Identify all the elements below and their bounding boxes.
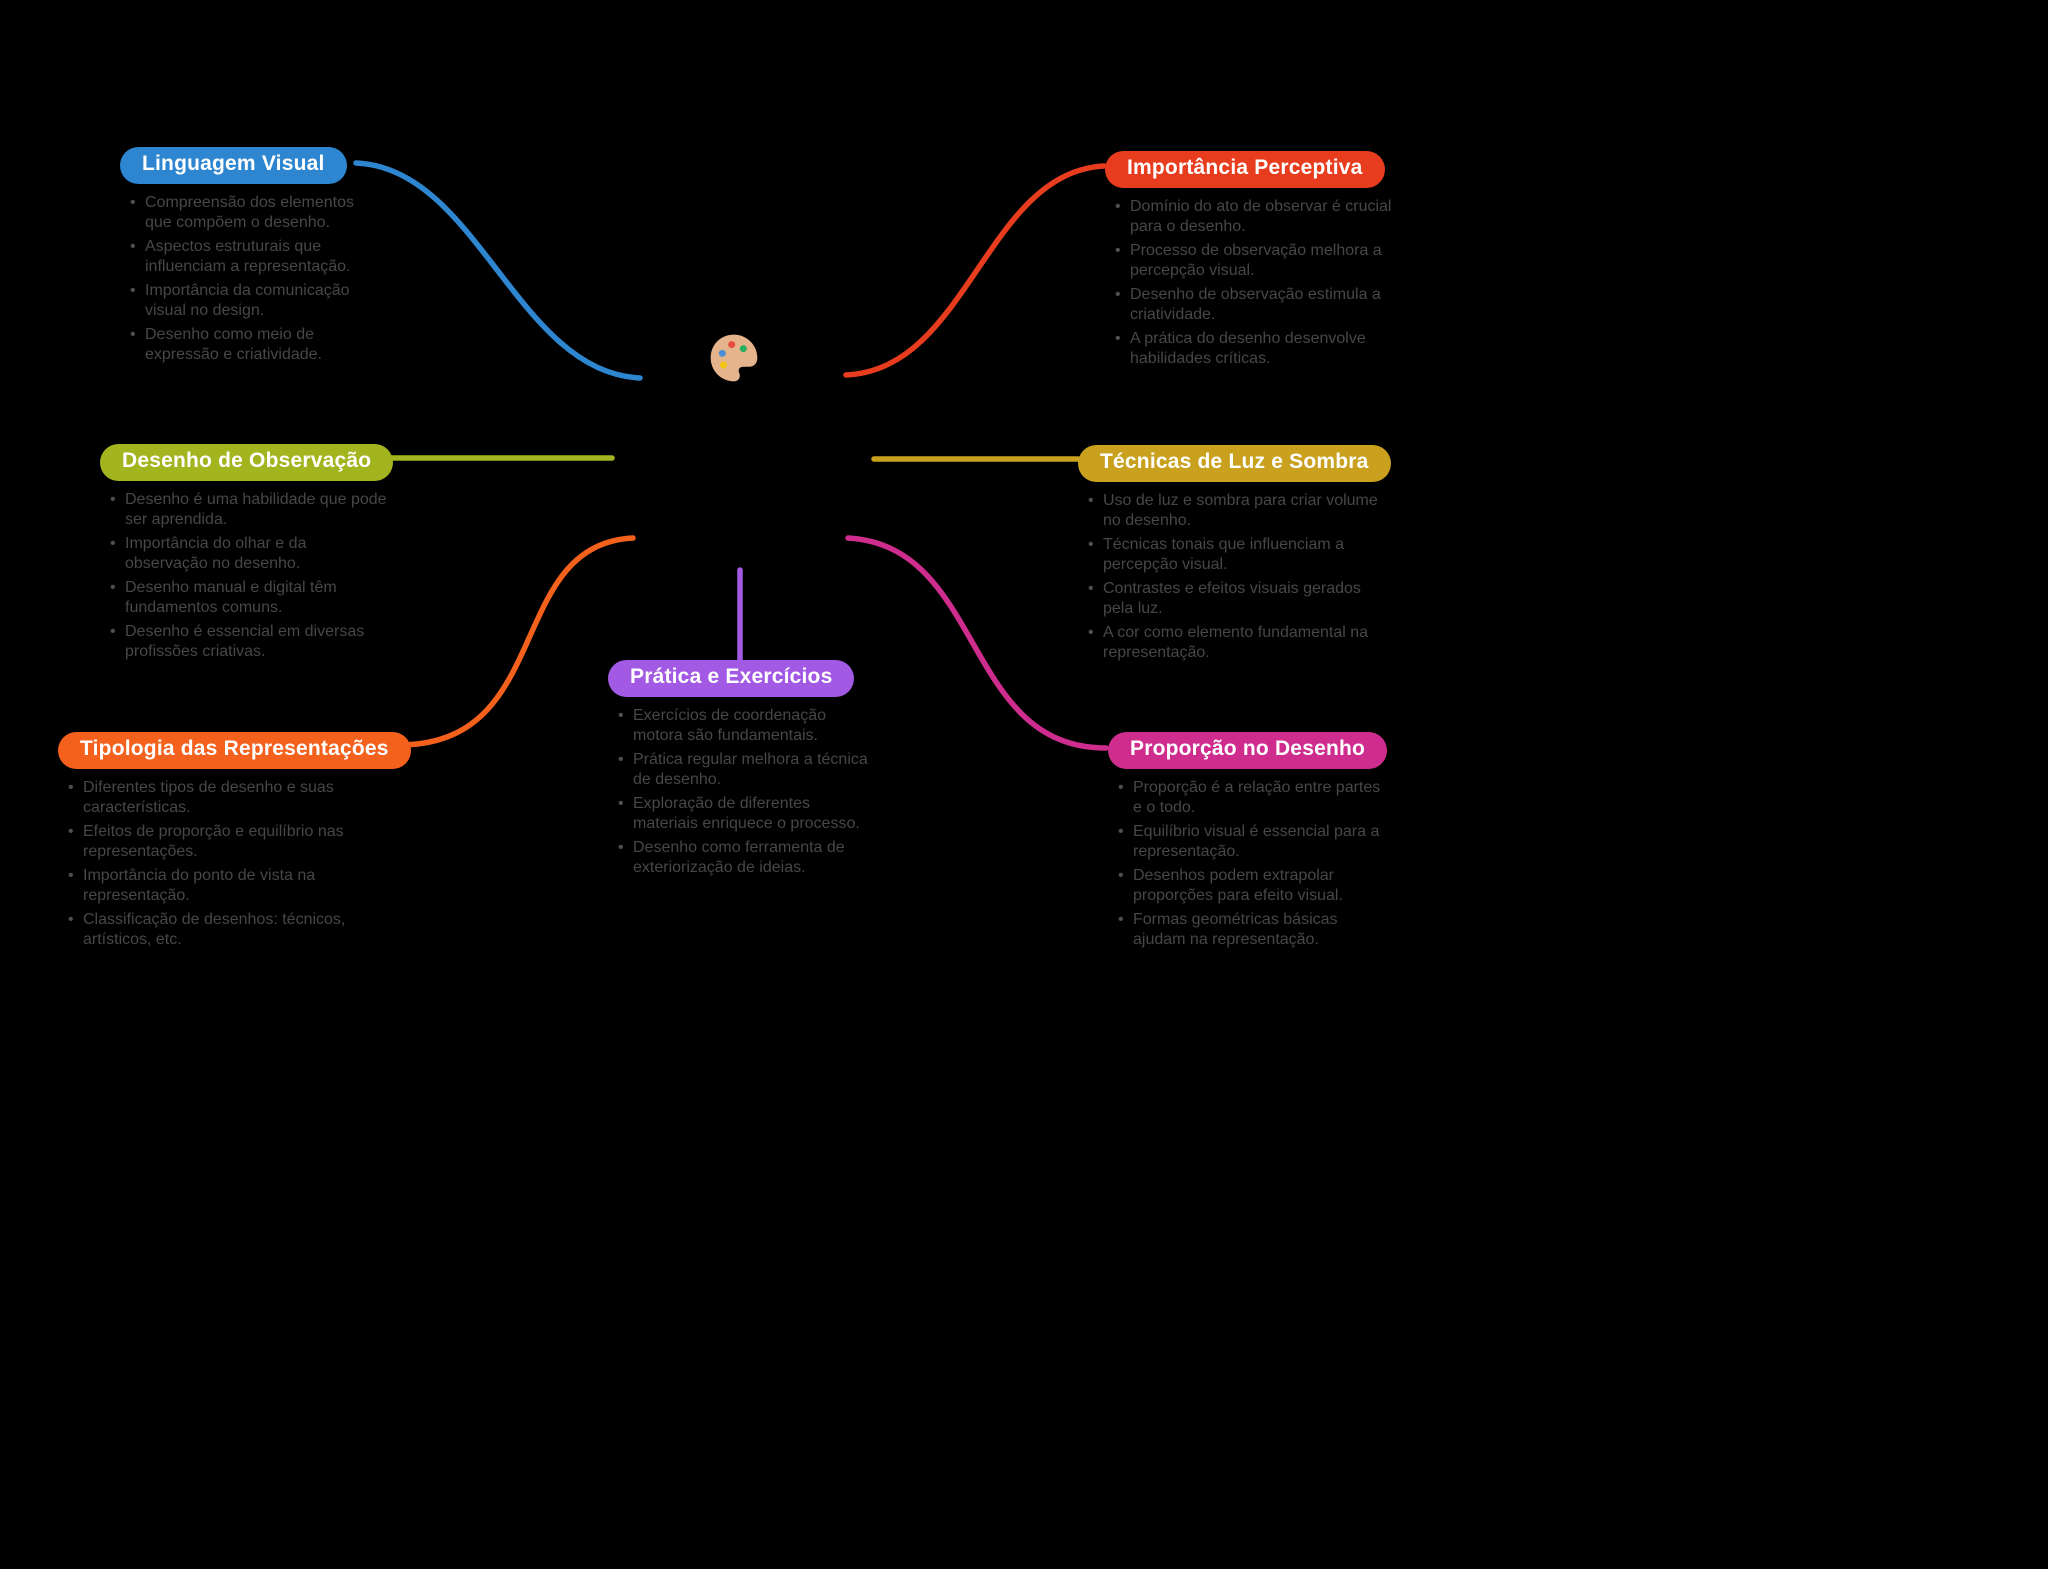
connector-tipologia-das-representacoes [399, 535, 636, 748]
bullet-item: Efeitos de proporção e equilíbrio nas re… [68, 822, 368, 861]
branch-title: Linguagem Visual [142, 152, 325, 175]
branch-title: Desenho de Observação [122, 449, 372, 472]
branch-bullet-list: Domínio do ato de observar é crucial par… [1105, 197, 1395, 368]
bullet-item: A prática do desenho desenvolve habilida… [1115, 329, 1395, 368]
bullet-item: Técnicas tonais que influenciam a percep… [1088, 535, 1388, 574]
branch-bullet-list: Compreensão dos elementos que compõem o … [120, 193, 365, 364]
bullet-item: Aspectos estruturais que influenciam a r… [130, 237, 365, 276]
branch-linguagem-visual: Linguagem Visual Compreensão dos element… [120, 147, 370, 369]
bullet-item: Desenho é essencial em diversas profissõ… [110, 622, 390, 661]
branch-bullet-list: Exercícios de coordenação motora são fun… [608, 706, 868, 877]
branch-tecnicas-de-luz-e-sombra: Técnicas de Luz e Sombra Uso de luz e so… [1078, 445, 1398, 667]
bullet-item: Equilíbrio visual é essencial para a rep… [1118, 822, 1388, 861]
branch-proporcao-no-desenho: Proporção no Desenho Proporção é a relaç… [1108, 732, 1398, 954]
bullet-item: Uso de luz e sombra para criar volume no… [1088, 491, 1388, 530]
bullet-item: Contrastes e efeitos visuais gerados pel… [1088, 579, 1388, 618]
branch-tipologia-das-representacoes: Tipologia das Representações Diferentes … [58, 732, 411, 954]
bullet-item: Desenho como meio de expressão e criativ… [130, 325, 365, 364]
bullet-item: Desenhos podem extrapolar proporções par… [1118, 866, 1388, 905]
branch-bullet-list: Uso de luz e sombra para criar volume no… [1078, 491, 1388, 662]
bullet-item: Importância do olhar e da observação no … [110, 534, 390, 573]
branch-title-pill-desenho-de-observacao[interactable]: Desenho de Observação [100, 444, 394, 481]
branch-bullet-list: Desenho é uma habilidade que pode ser ap… [100, 490, 390, 661]
palette-icon [710, 334, 758, 382]
bullet-item: Importância do ponto de vista na represe… [68, 866, 368, 905]
bullet-item: A cor como elemento fundamental na repre… [1088, 623, 1388, 662]
bullet-item: Diferentes tipos de desenho e suas carac… [68, 778, 368, 817]
branch-desenho-de-observacao: Desenho de Observação Desenho é uma habi… [100, 444, 400, 666]
bullet-item: Formas geométricas básicas ajudam na rep… [1118, 910, 1388, 949]
branch-title: Tipologia das Representações [80, 737, 389, 760]
bullet-item: Proporção é a relação entre partes e o t… [1118, 778, 1388, 817]
branch-title-pill-importancia-perceptiva[interactable]: Importância Perceptiva [1105, 151, 1385, 188]
bullet-item: Exploração de diferentes materiais enriq… [618, 794, 868, 833]
bullet-item: Desenho é uma habilidade que pode ser ap… [110, 490, 390, 529]
bullet-item: Desenho de observação estimula a criativ… [1115, 285, 1395, 324]
branch-importancia-perceptiva: Importância Perceptiva Domínio do ato de… [1105, 151, 1405, 373]
connector-importancia-perceptiva [843, 163, 1107, 378]
branch-pratica-e-exercicios: Prática e Exercícios Exercícios de coord… [608, 660, 888, 882]
bullet-item: Compreensão dos elementos que compõem o … [130, 193, 365, 232]
bullet-item: Importância da comunicação visual no des… [130, 281, 365, 320]
branch-bullet-list: Proporção é a relação entre partes e o t… [1108, 778, 1388, 949]
branch-title-pill-tipologia-das-representacoes[interactable]: Tipologia das Representações [58, 732, 411, 769]
central-node[interactable] [706, 330, 762, 386]
bullet-item: Processo de observação melhora a percepç… [1115, 241, 1395, 280]
bullet-item: Prática regular melhora a técnica de des… [618, 750, 868, 789]
bullet-item: Classificação de desenhos: técnicos, art… [68, 910, 368, 949]
branch-title-pill-pratica-e-exercicios[interactable]: Prática e Exercícios [608, 660, 855, 697]
branch-title: Importância Perceptiva [1127, 156, 1363, 179]
branch-title: Técnicas de Luz e Sombra [1100, 450, 1369, 473]
branch-bullet-list: Diferentes tipos de desenho e suas carac… [58, 778, 368, 949]
branch-title-pill-tecnicas-de-luz-e-sombra[interactable]: Técnicas de Luz e Sombra [1078, 445, 1391, 482]
bullet-item: Desenho manual e digital têm fundamentos… [110, 578, 390, 617]
bullet-item: Desenho como ferramenta de exteriorizaçã… [618, 838, 868, 877]
branch-title-pill-linguagem-visual[interactable]: Linguagem Visual [120, 147, 347, 184]
branch-title-pill-proporcao-no-desenho[interactable]: Proporção no Desenho [1108, 732, 1388, 769]
bullet-item: Exercícios de coordenação motora são fun… [618, 706, 868, 745]
branch-title: Prática e Exercícios [630, 665, 833, 688]
connector-linguagem-visual [353, 160, 643, 381]
branch-title: Proporção no Desenho [1130, 737, 1366, 760]
bullet-item: Domínio do ato de observar é crucial par… [1115, 197, 1395, 236]
